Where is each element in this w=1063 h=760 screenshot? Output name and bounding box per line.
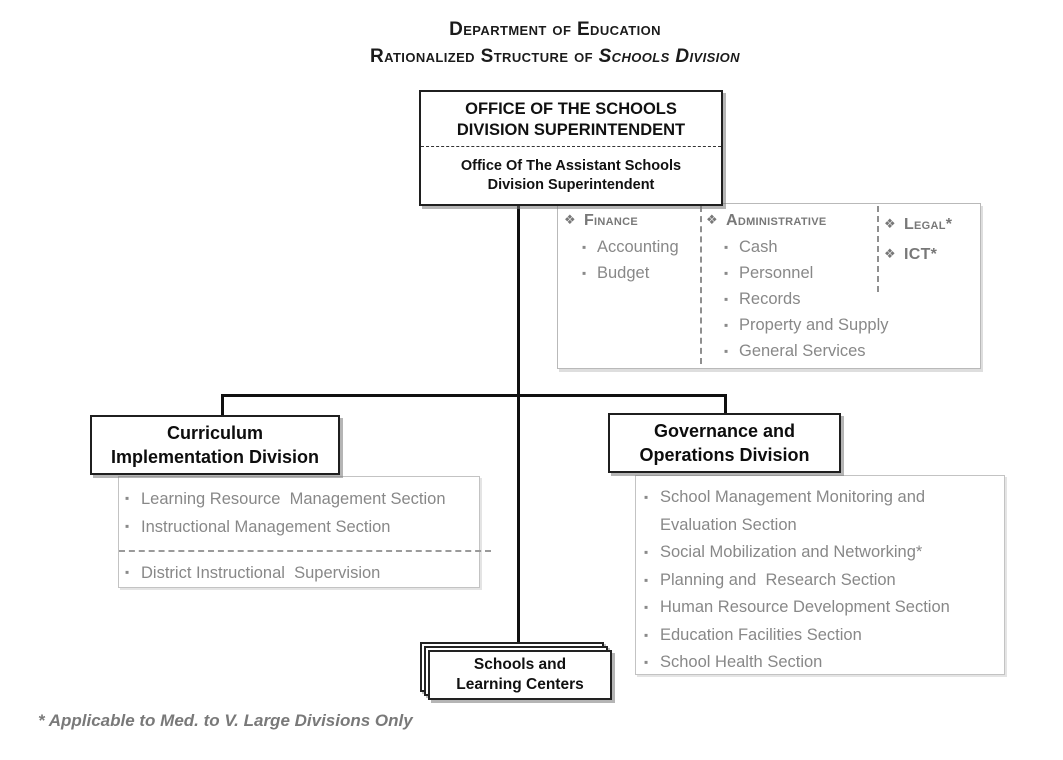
admin-legal-separator bbox=[877, 206, 879, 292]
list-item-label: Learning Resource Management Section bbox=[141, 490, 446, 508]
list-item: ▪ School Management Monitoring and Evalua… bbox=[644, 484, 1004, 539]
title-line2-prefix: Rationalized Structure of bbox=[370, 46, 599, 67]
assistant-superintendent-line1: Office Of The Assistant Schools bbox=[460, 157, 682, 174]
assistant-superintendent-line2: Division Superintendent bbox=[487, 176, 655, 193]
square-bullet-icon: ▪ bbox=[644, 545, 649, 559]
finance-header: ❖ Finance bbox=[564, 212, 696, 230]
superintendent-box: OFFICE OF THE SCHOOLS DIVISION SUPERINTE… bbox=[419, 90, 723, 206]
list-item-label: Planning and Research Section bbox=[660, 570, 896, 589]
services-panel: ❖ Finance ▪ Accounting ▪ Budget ❖ Administ… bbox=[557, 203, 981, 369]
square-bullet-icon: ▪ bbox=[125, 491, 130, 505]
governance-title-line1: Governance and bbox=[653, 421, 796, 441]
list-item-label: General Services bbox=[739, 342, 866, 360]
list-item-label: Education Facilities Section bbox=[660, 625, 862, 644]
branch-connector-line bbox=[221, 394, 727, 397]
square-bullet-icon: ▪ bbox=[724, 344, 729, 358]
administrative-column: ❖ Administrative ▪ Cash ▪ Personnel ▪ Recor… bbox=[706, 204, 889, 364]
superintendent-primary-label: OFFICE OF THE SCHOOLS DIVISION SUPERINTE… bbox=[421, 92, 721, 147]
list-item: ▪ Planning and Research Section bbox=[644, 567, 1004, 595]
list-item-label: District Instructional Supervision bbox=[141, 564, 381, 582]
square-bullet-icon: ▪ bbox=[724, 318, 729, 332]
square-bullet-icon: ▪ bbox=[724, 266, 729, 280]
governance-section-list: ▪ School Management Monitoring and Evalua… bbox=[635, 475, 1005, 675]
square-bullet-icon: ▪ bbox=[125, 565, 130, 579]
list-item-label: Social Mobilization and Networking* bbox=[660, 543, 923, 561]
assistant-superintendent-label: Office Of The Assistant Schools Division… bbox=[421, 147, 721, 204]
list-item: ▪ Social Mobilization and Networking* bbox=[644, 539, 1004, 567]
list-item-label: Property and Supply bbox=[739, 316, 889, 334]
list-item: ▪ Personnel bbox=[706, 260, 874, 286]
stack-front-layer: Schools and Learning Centers bbox=[428, 650, 612, 700]
legal-header: ❖ Legal* bbox=[884, 216, 976, 234]
list-item: ▪ Records bbox=[706, 286, 874, 312]
list-item: ▪ Cash bbox=[706, 234, 874, 260]
list-item-label: Cash bbox=[739, 238, 778, 256]
list-item: ▪ Human Resource Development Section bbox=[644, 594, 1004, 622]
diamond-bullet-icon: ❖ bbox=[706, 212, 718, 227]
square-bullet-icon: ▪ bbox=[644, 627, 649, 642]
diamond-bullet-icon: ❖ bbox=[564, 212, 576, 227]
administrative-header-label: Administrative bbox=[725, 212, 827, 229]
list-item-label: Personnel bbox=[739, 264, 814, 282]
footnote: * Applicable to Med. to V. Large Divisio… bbox=[38, 711, 413, 730]
square-bullet-icon: ▪ bbox=[125, 519, 130, 533]
square-bullet-icon: ▪ bbox=[644, 655, 649, 669]
title-line1: Department of Education bbox=[449, 19, 661, 40]
square-bullet-icon: ▪ bbox=[644, 600, 649, 614]
curriculum-title-line1: Curriculum bbox=[166, 423, 263, 443]
list-item: ▪ School Health Section bbox=[644, 649, 1004, 677]
list-item: ▪ Accounting bbox=[564, 234, 696, 260]
schools-box-line1: Schools and bbox=[473, 656, 567, 673]
list-item-label: Instructional Management Section bbox=[141, 518, 391, 536]
superintendent-primary-line1: OFFICE OF THE SCHOOLS bbox=[465, 100, 677, 118]
finance-admin-separator bbox=[700, 206, 702, 364]
square-bullet-icon: ▪ bbox=[644, 490, 649, 504]
administrative-header: ❖ Administrative bbox=[706, 212, 874, 230]
list-item: ▪ Property and Supply bbox=[706, 312, 889, 338]
square-bullet-icon: ▪ bbox=[582, 266, 587, 280]
list-item: ▪ Budget bbox=[564, 260, 696, 286]
square-bullet-icon: ▪ bbox=[724, 292, 729, 306]
left-drop-line bbox=[221, 394, 224, 417]
ict-header: ❖ ICT* bbox=[884, 246, 976, 264]
list-item: ▪ District Instructional Supervision bbox=[125, 559, 479, 587]
trunk-connector-line bbox=[517, 206, 520, 648]
list-item-label: School Health Section bbox=[660, 653, 823, 671]
title-line2: Rationalized Structure of Schools Divisi… bbox=[150, 43, 960, 70]
diamond-bullet-icon: ❖ bbox=[884, 216, 896, 231]
ict-header-label: ICT* bbox=[903, 246, 938, 263]
square-bullet-icon: ▪ bbox=[644, 572, 649, 587]
superintendent-primary-line2: DIVISION SUPERINTENDENT bbox=[456, 121, 686, 139]
list-item: ▪ Instructional Management Section bbox=[125, 513, 479, 541]
diamond-bullet-icon: ❖ bbox=[884, 246, 896, 261]
finance-column: ❖ Finance ▪ Accounting ▪ Budget bbox=[564, 204, 696, 286]
schools-box-line2: Learning Centers bbox=[456, 676, 584, 693]
list-item-label: Accounting bbox=[597, 238, 679, 256]
schools-learning-centers-box: Schools and Learning Centers bbox=[420, 642, 614, 702]
square-bullet-icon: ▪ bbox=[582, 240, 587, 254]
list-item-label: Budget bbox=[597, 264, 650, 282]
list-item: ▪ Learning Resource Management Section bbox=[125, 485, 479, 513]
governance-division-box: Governance and Operations Division bbox=[608, 413, 841, 473]
title-line2-italic: Schools Division bbox=[598, 46, 740, 67]
square-bullet-icon: ▪ bbox=[724, 240, 729, 254]
page-title: Department of Education Rationalized Str… bbox=[150, 16, 960, 70]
list-item: ▪ Education Facilities Section bbox=[644, 622, 1004, 650]
list-item-label: Records bbox=[739, 290, 801, 308]
right-drop-line bbox=[724, 394, 727, 415]
administrative-items: ▪ Cash ▪ Personnel ▪ Records ▪ Property and … bbox=[706, 234, 889, 364]
legal-ict-column: ❖ Legal* ❖ ICT* bbox=[884, 204, 976, 276]
finance-header-label: Finance bbox=[583, 212, 639, 229]
curriculum-division-box: Curriculum Implementation Division bbox=[90, 415, 340, 475]
legal-header-label: Legal* bbox=[903, 216, 953, 233]
dashed-divider bbox=[119, 550, 491, 552]
finance-items: ▪ Accounting ▪ Budget bbox=[564, 234, 696, 286]
list-item-label: Human Resource Development Section bbox=[660, 598, 950, 616]
governance-title-line2: Operations Division bbox=[639, 445, 810, 465]
list-item-label: School Management Monitoring and Evaluat… bbox=[660, 488, 930, 534]
curriculum-title-line2: Implementation Division bbox=[110, 447, 320, 467]
curriculum-section-list: ▪ Learning Resource Management Section ▪ I… bbox=[118, 476, 491, 588]
list-item: ▪ General Services bbox=[706, 338, 874, 364]
